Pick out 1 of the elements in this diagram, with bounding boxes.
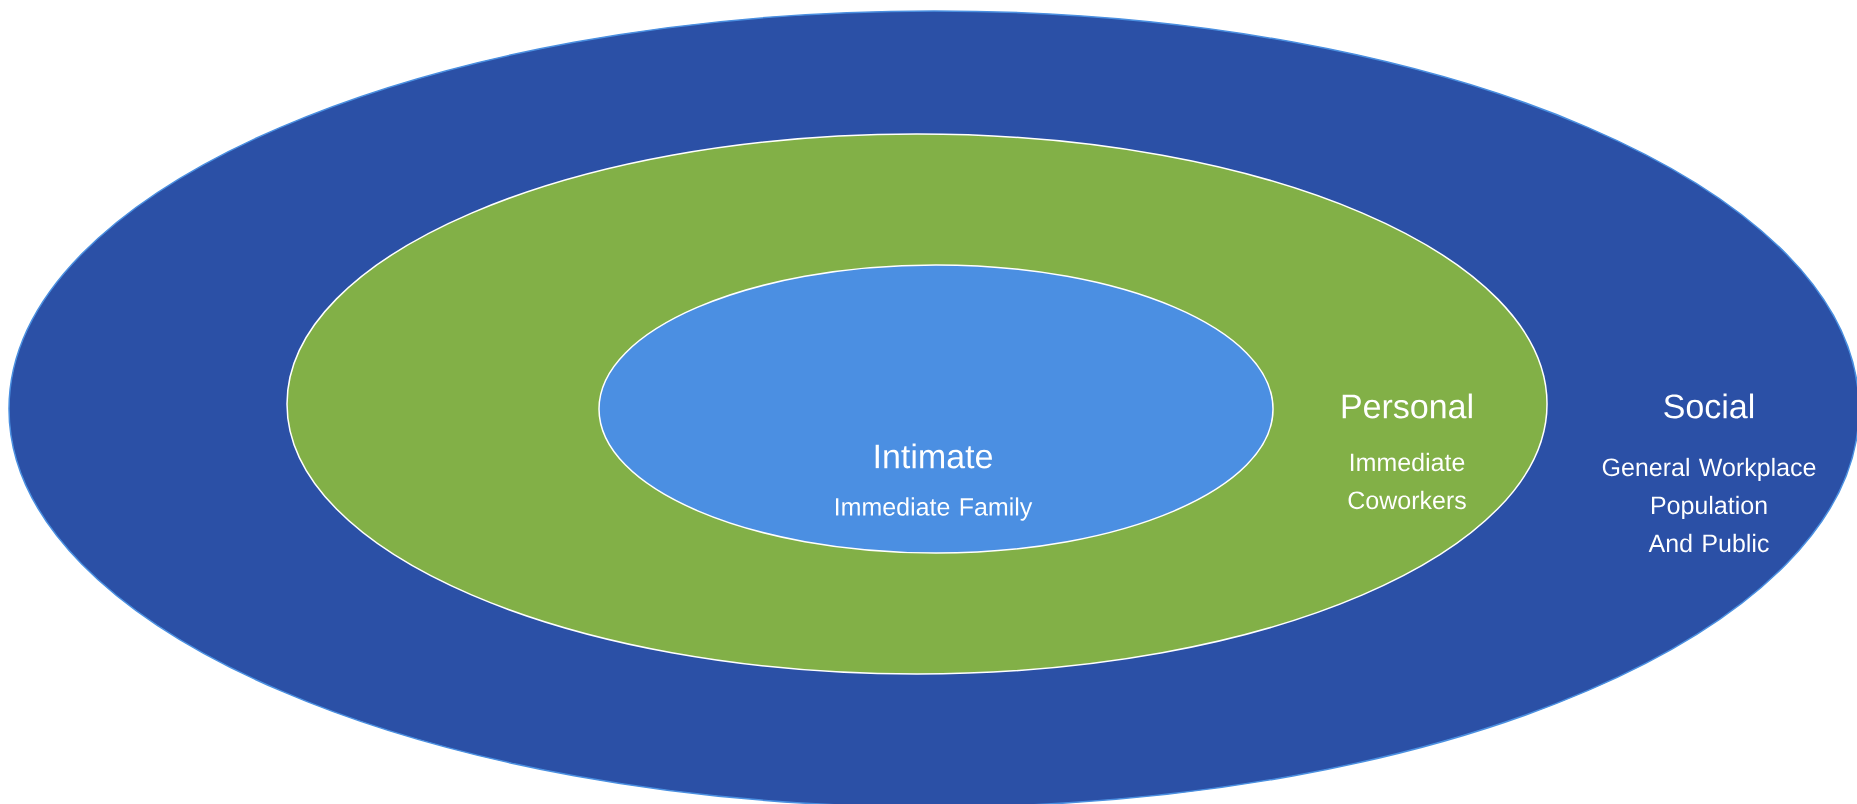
ellipse-zone: Intimate Immediate Family: [598, 264, 1274, 554]
